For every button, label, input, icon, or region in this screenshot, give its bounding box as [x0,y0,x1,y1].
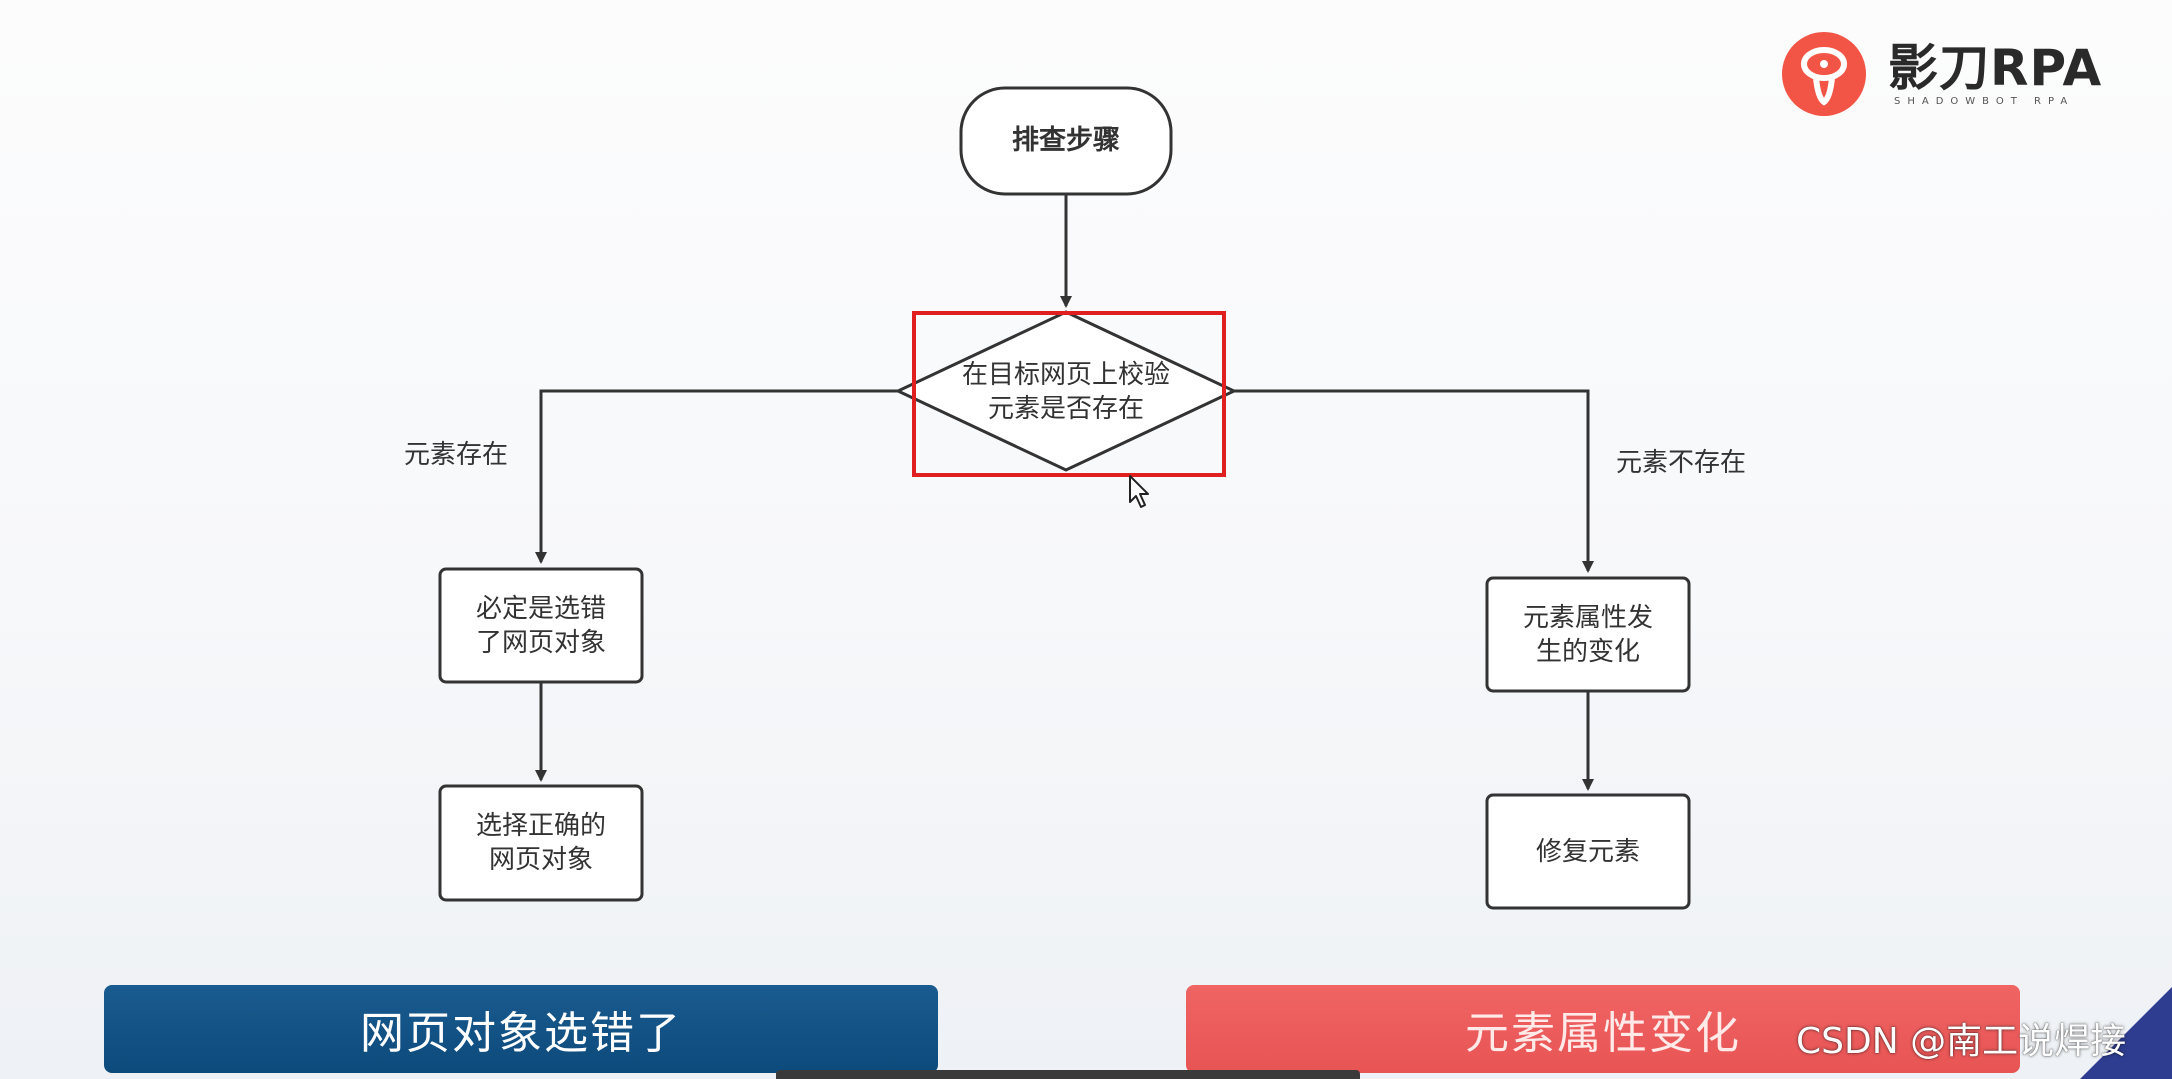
right-step2-label: 修复元素 [1535,836,1640,867]
edge-label-exists: 元素存在 [404,440,509,470]
logo-wordmark: 影刀RPA [1888,39,2103,97]
shadowbot-logo: 影刀RPA SHADOWBOT RPA [1782,32,2101,122]
left-step1-label: 必定是选错 了网页对象 [475,593,606,658]
edge-decision-to-right [1234,389,1594,573]
right-step2-node [1485,793,1691,910]
mouse-cursor-icon [1128,474,1152,514]
csdn-watermark: CSDN @南工说焊接 [1796,1021,2127,1062]
corner-decoration [2080,987,2172,1079]
logo-mark-icon [1782,32,1866,116]
start-node-label: 排查步骤 [1012,125,1120,156]
left-step2-label: 选择正确的 网页对象 [475,811,606,875]
decision-node-label: 在目标网页上校验 元素是否存在 [961,360,1170,424]
bottom-scrollbar[interactable] [776,1070,1360,1079]
edge-label-not-exists: 元素不存在 [1616,448,1747,478]
left-step2-node [438,784,644,902]
element-attribute-change-button[interactable]: 元素属性变化 [1186,985,2020,1073]
logo-tagline: SHADOWBOT RPA [1894,96,2075,107]
decision-node [894,310,1238,472]
right-step1-label: 元素属性发 生的变化 [1522,602,1653,667]
edge-decision-to-left [535,389,898,564]
decision-highlight-box [912,311,1226,477]
wrong-page-object-button[interactable]: 网页对象选错了 [104,985,938,1073]
